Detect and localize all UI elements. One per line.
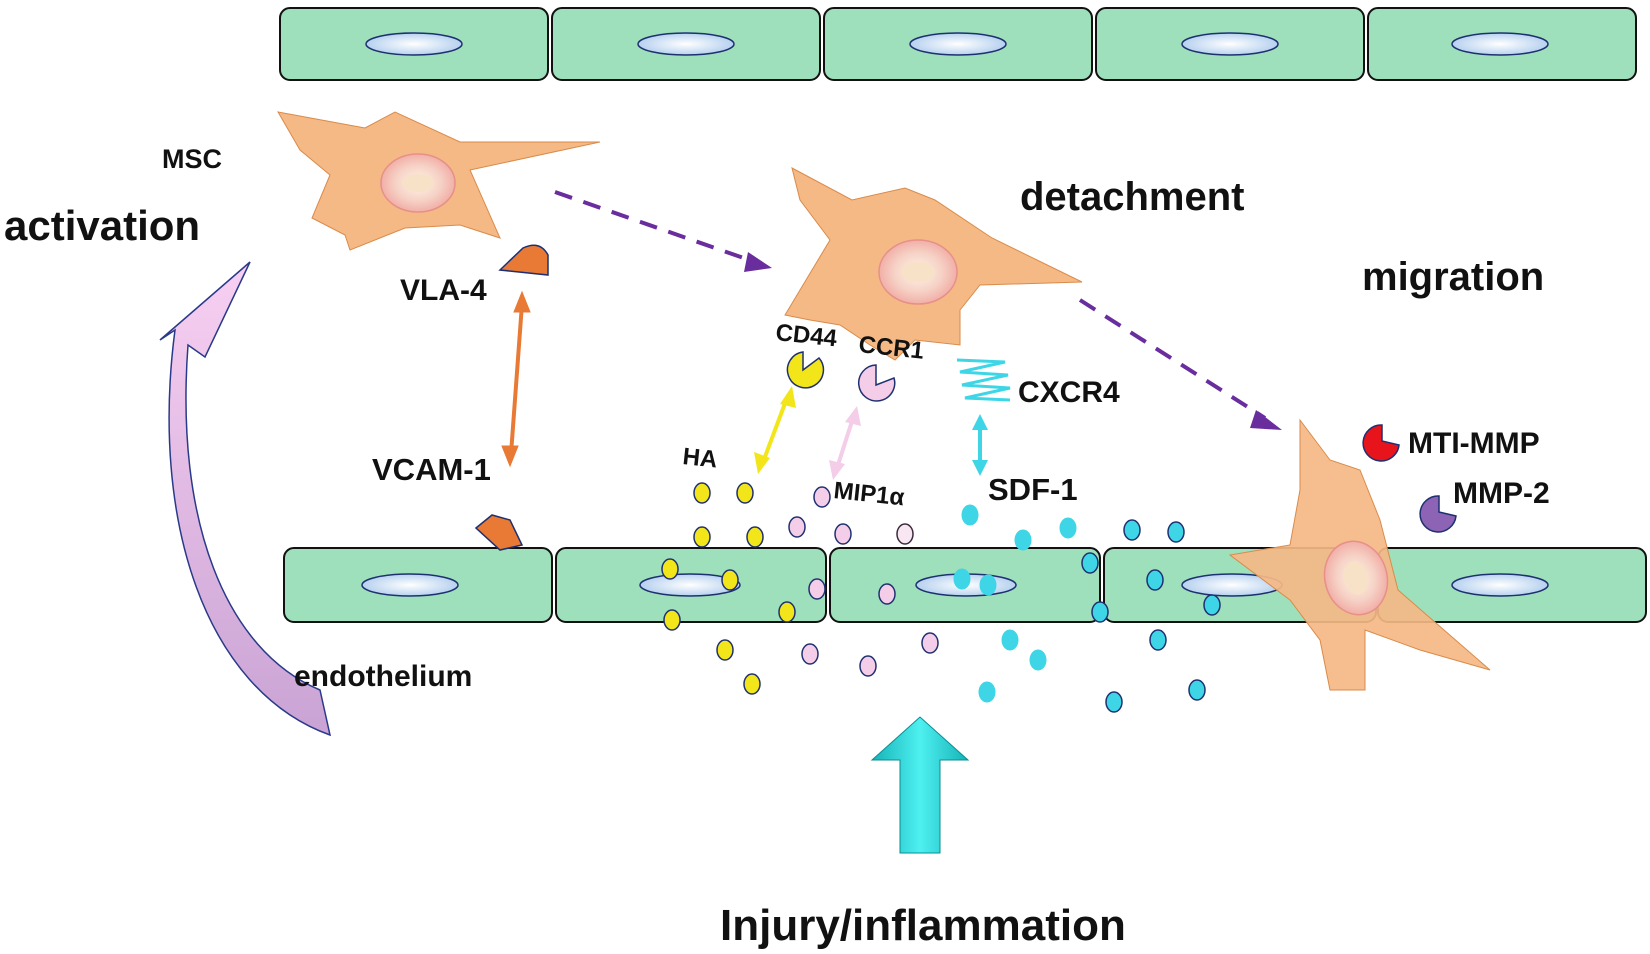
endothelial-cell xyxy=(279,7,549,81)
activation-label: activation xyxy=(4,202,200,249)
mip1a-label: MIP1α xyxy=(832,477,905,511)
cd44-label: CD44 xyxy=(774,319,838,352)
cxcr4-label: CXCR4 xyxy=(1018,376,1120,409)
mti-mmp-icon xyxy=(1362,424,1400,462)
vla4-vcam1-interaction-arrow xyxy=(501,290,531,468)
mip1a-molecules xyxy=(788,486,939,677)
ccr1-receptor-icon xyxy=(857,364,896,402)
ha-label: HA xyxy=(681,443,718,473)
sdf1-label: SDF-1 xyxy=(988,472,1078,507)
endothelial-cell xyxy=(551,7,821,81)
vla4-label: VLA-4 xyxy=(400,274,487,307)
msc-cell-resting xyxy=(277,111,601,251)
endothelial-cell xyxy=(1095,7,1365,81)
activation-curved-arrow xyxy=(159,261,332,737)
migration-path-arrow-2 xyxy=(1078,298,1282,430)
endothelial-cell xyxy=(283,547,553,623)
vcam1-label: VCAM-1 xyxy=(372,452,491,487)
endothelial-cell xyxy=(1367,7,1637,81)
msc-label: MSC xyxy=(162,144,222,174)
endothelial-cell xyxy=(823,7,1093,81)
mti-mmp-label: MTI-MMP xyxy=(1408,427,1540,460)
ha-molecules xyxy=(661,482,796,695)
detachment-label: detachment xyxy=(1020,175,1245,219)
sdf1-molecules-outlined xyxy=(1081,519,1221,713)
cd44-receptor-icon xyxy=(786,351,825,389)
ccr1-mip1a-interaction-arrow xyxy=(829,406,861,480)
cxcr4-sdf1-interaction-arrow xyxy=(972,414,988,476)
ccr1-label: CCR1 xyxy=(857,331,925,365)
injury-label: Injury/inflammation xyxy=(720,901,1126,950)
msc-cell-detaching xyxy=(784,167,1083,361)
sdf1-molecules xyxy=(953,504,1077,703)
vla4-receptor-icon xyxy=(498,244,549,276)
top-endothelial-layer xyxy=(279,7,1637,81)
endothelial-cell xyxy=(555,547,827,623)
migration-path-arrow-1 xyxy=(554,190,772,272)
endothelium-label: endothelium xyxy=(294,660,472,693)
injury-up-arrow xyxy=(870,716,970,854)
cd44-ha-interaction-arrow xyxy=(754,386,796,474)
msc-cell-migrating xyxy=(1228,418,1491,691)
mmp2-label: MMP-2 xyxy=(1453,477,1550,510)
cxcr4-receptor-icon xyxy=(956,358,1011,402)
mmp2-icon xyxy=(1419,495,1457,533)
bottom-endothelial-layer xyxy=(283,547,1647,623)
migration-label: migration xyxy=(1362,255,1544,299)
vcam1-ligand-icon xyxy=(474,514,524,551)
